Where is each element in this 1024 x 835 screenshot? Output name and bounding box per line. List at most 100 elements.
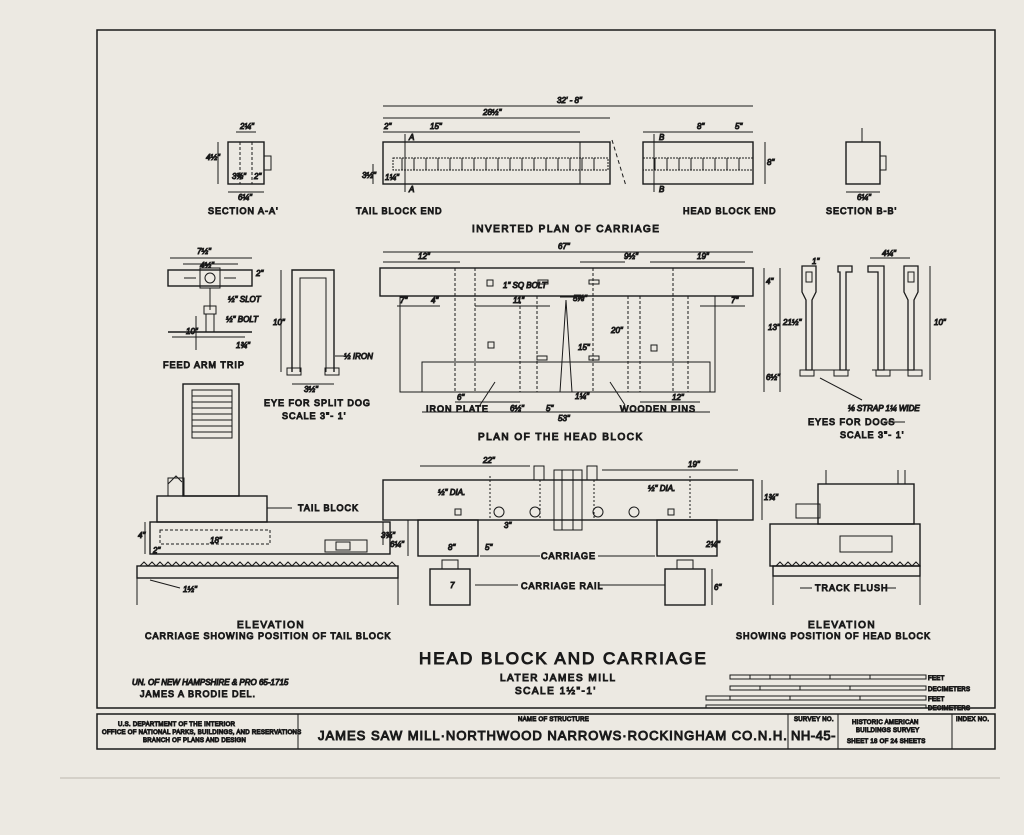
elev-center-dim-6: 3" — [504, 521, 512, 530]
bar-scale-feet: FEET — [928, 676, 945, 682]
elev-center-dim-9: 5" — [485, 543, 493, 552]
inverted-plan-dim-4: 2" — [383, 122, 392, 131]
inverted-plan-label: INVERTED PLAN OF CARRIAGE — [472, 224, 660, 235]
head-plan-dim-4: 19" — [697, 252, 710, 261]
elevation-center-view — [382, 465, 763, 606]
split-dog-scale: SCALE 3"- 1' — [282, 411, 346, 421]
feed-arm-dim-3: 2" — [255, 269, 264, 278]
inverted-plan-dim-5: 8" — [697, 122, 705, 131]
inverted-plan-view — [372, 105, 766, 192]
inverted-plan-dim-7: 8" — [767, 158, 775, 167]
inverted-plan-dim-2: 28½" — [482, 108, 503, 117]
agency-line-2: OFFICE OF NATIONAL PARKS, BUILDINGS, AND… — [102, 730, 302, 736]
head-plan-dim-15: 6½" — [766, 373, 781, 382]
head-plan-dim-19: 12" — [672, 393, 685, 402]
dog-eyes-note: ⅛ STRAP 1¼ WIDE — [848, 404, 920, 413]
head-plan-dim-9: 7" — [731, 296, 739, 305]
head-plan-dim-14: 4" — [766, 277, 774, 286]
head-plan-dim-8: 5⅞" — [573, 294, 588, 303]
habs-line-1: HISTORIC AMERICAN — [852, 720, 919, 726]
section-aa-view — [217, 131, 272, 193]
head-plan-dim-5: 7" — [400, 296, 408, 305]
elev-center-dim-8: 8" — [448, 543, 456, 552]
inverted-plan-marker-a1: A — [408, 133, 414, 142]
index-label: INDEX NO. — [956, 717, 989, 723]
elev-tail-callout: TAIL BLOCK — [298, 503, 359, 513]
split-dog-dim-2: ½ IRON — [344, 352, 373, 361]
bar-scale-decimeters: DECIMETERS — [928, 687, 970, 693]
elev-head-caption-2: SHOWING POSITION OF HEAD BLOCK — [736, 631, 931, 641]
head-plan-dim-20: 1¼" — [575, 392, 590, 401]
feed-arm-trip-view — [167, 257, 253, 350]
head-plan-dim-21: 53" — [558, 414, 571, 423]
sheet-number: SHEET 18 OF 24 SHEETS — [847, 739, 926, 745]
elev-center-dim-10: 2¼" — [705, 540, 721, 549]
elev-center-callout-rail: CARRIAGE RAIL — [521, 581, 604, 591]
elevation-tail-view — [136, 383, 399, 605]
bar-scale-decimeters-2: DECIMETERS — [928, 706, 970, 712]
feed-arm-dim-7: 1¾" — [236, 341, 251, 350]
head-plan-note-wooden-pins: WOODEN PINS — [620, 404, 696, 414]
drawing-subtitle: LATER JAMES MILL — [500, 673, 617, 684]
section-aa-dim-side: 4½" — [206, 153, 221, 162]
dog-eyes-dim-3: 10" — [934, 318, 947, 327]
head-plan-dim-2: 12" — [418, 252, 431, 261]
inverted-plan-dim-overall: 32' - 8" — [557, 96, 583, 105]
elev-tail-dim-2: 18" — [210, 536, 223, 545]
elevation-head-view — [769, 470, 921, 605]
section-bb-view — [845, 128, 887, 193]
elev-center-dim-4: ½" DIA. — [648, 484, 675, 493]
elev-center-callout-carriage: CARRIAGE — [541, 551, 596, 561]
inverted-plan-dim-6: 5" — [735, 122, 743, 131]
survey-label: SURVEY NO. — [794, 717, 834, 723]
elev-head-callout: TRACK FLUSH — [815, 583, 889, 593]
inverted-plan-marker-a2: A — [408, 185, 414, 194]
section-aa-dim-top: 2¼" — [239, 122, 255, 131]
agency-line-3: BRANCH OF PLANS AND DESIGN — [143, 738, 246, 744]
head-plan-dim-16: 6" — [457, 393, 465, 402]
head-plan-label: PLAN OF THE HEAD BLOCK — [478, 432, 644, 443]
dog-eyes-dim-1: 1" — [812, 257, 820, 266]
dog-eyes-view — [799, 257, 931, 423]
head-plan-dim-17: 6½" — [510, 404, 525, 413]
split-dog-view — [280, 269, 344, 385]
habs-line-2: BUILDINGS SURVEY — [856, 728, 919, 734]
elev-tail-caption-2: CARRIAGE SHOWING POSITION OF TAIL BLOCK — [145, 631, 391, 641]
drawing-title: HEAD BLOCK AND CARRIAGE — [419, 649, 708, 668]
section-aa-dim-bottom: 6¼" — [238, 193, 253, 202]
head-plan-dim-3: 9½" — [624, 252, 639, 261]
head-plan-note-bolt: 1" SQ BOLT — [503, 281, 548, 290]
drawing-scale: SCALE 1½"-1' — [515, 686, 597, 697]
credit-line-2: JAMES A BRODIE DEL. — [140, 689, 256, 699]
head-plan-dim-7: 11" — [513, 296, 525, 305]
bar-scale — [705, 674, 927, 709]
feed-arm-dim-4: ½" SLOT — [228, 295, 262, 304]
head-plan-dim-6: 4" — [431, 296, 439, 305]
section-aa-dim-inner2: 2" — [253, 172, 262, 181]
inverted-plan-marker-b1: B — [659, 133, 665, 142]
feed-arm-dim-1: 7½" — [197, 247, 212, 256]
head-plan-note-iron-plate: IRON PLATE — [426, 404, 489, 414]
elev-tail-dim-1: 4" — [138, 531, 146, 540]
title-block — [96, 713, 996, 750]
head-plan-dim-1: 67" — [558, 242, 571, 251]
structure-name-label: NAME OF STRUCTURE — [518, 717, 589, 723]
credit-line-1: UN. OF NEW HAMPSHIRE & PRO 65-1715 — [132, 678, 289, 687]
head-plan-dim-12: 13" — [768, 323, 781, 332]
section-aa-dim-inner: 3⅜" — [232, 172, 247, 181]
head-plan-dim-10: 20" — [610, 326, 624, 335]
split-dog-dim-3: 3½" — [304, 385, 319, 394]
head-plan-dim-11: 15" — [578, 343, 591, 352]
elev-tail-dim-3: 2" — [152, 546, 161, 555]
sheet-border — [96, 29, 996, 709]
split-dog-dim-1: 10" — [273, 318, 286, 327]
elev-tail-dim-5: 1½" — [183, 585, 198, 594]
section-bb-dim: 6¼" — [857, 193, 872, 202]
elev-tail-caption-1: ELEVATION — [237, 620, 305, 631]
elev-center-dim-11: 7 — [450, 581, 455, 590]
section-bb-label: SECTION B-B' — [826, 206, 897, 216]
elev-center-dim-2: 19" — [688, 460, 701, 469]
dog-eyes-dim-2: 4¼" — [882, 249, 897, 258]
feed-arm-dim-6: 10" — [186, 327, 199, 336]
